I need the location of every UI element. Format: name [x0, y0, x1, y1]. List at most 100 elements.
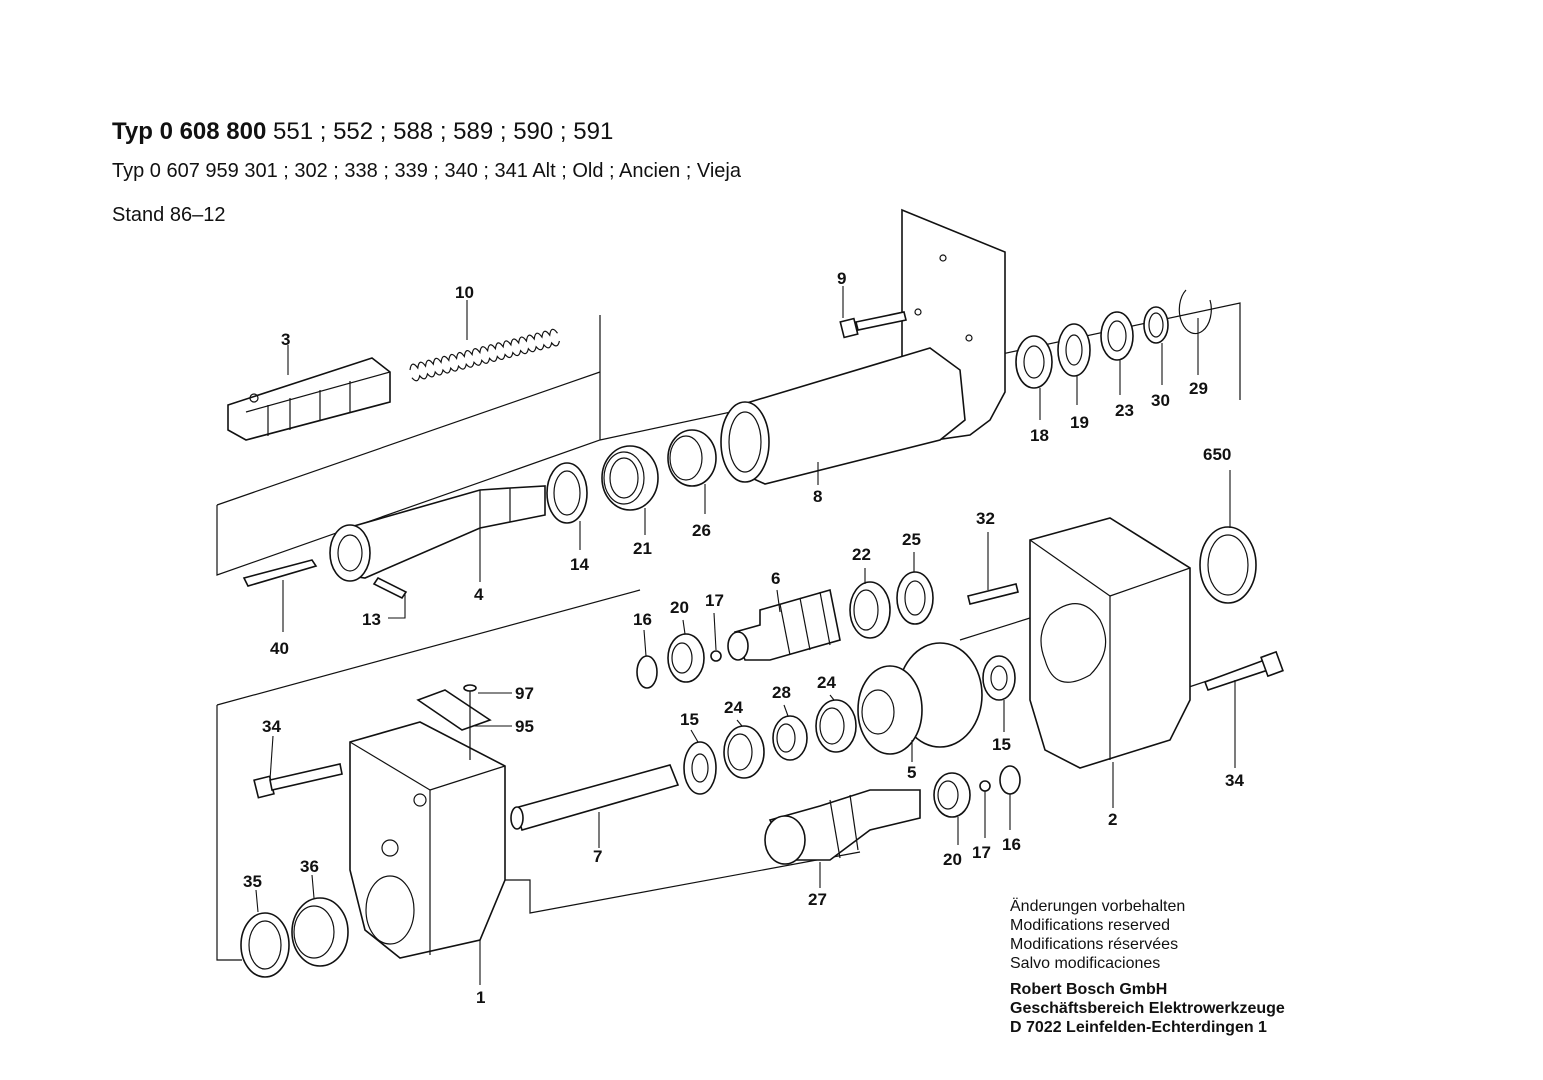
- part-label-13: 13: [362, 610, 381, 629]
- part-17-ball-lower: [979, 780, 991, 792]
- stand-line: Stand 86–12: [112, 204, 226, 226]
- part-label-650: 650: [1203, 445, 1231, 464]
- part-label-5: 5: [907, 763, 916, 782]
- part-650-ring: [1199, 526, 1257, 604]
- part-24-bearing-left: [723, 725, 765, 779]
- part-21-needle-bearing: [601, 445, 659, 511]
- part-40-pin: [242, 559, 318, 587]
- modifications-notice: Änderungen vorbehalten Modifications res…: [1010, 897, 1185, 973]
- part-30-ring: [1143, 306, 1169, 344]
- part-20-bearing-upper: [667, 633, 705, 683]
- company-location: D 7022 Leinfelden-Echterdingen 1: [1010, 1019, 1267, 1036]
- part-29-circlip: [1178, 289, 1212, 335]
- part-label-20-lower: 20: [943, 850, 962, 869]
- part-label-10: 10: [455, 283, 474, 302]
- part-16-ring-lower: [999, 765, 1021, 795]
- part-97-rivet: [463, 684, 477, 760]
- part-label-15-right: 15: [992, 735, 1011, 754]
- part-label-17-upper: 17: [705, 591, 724, 610]
- part-label-28: 28: [772, 683, 791, 702]
- part-label-26: 26: [692, 521, 711, 540]
- part-36-needle-bearing: [291, 897, 349, 967]
- part-14-seal: [546, 462, 588, 524]
- company-division: Geschäftsbereich Elektrowerkzeuge: [1010, 1000, 1285, 1017]
- part-22-needle-bearing: [849, 581, 891, 639]
- part-label-16-lower: 16: [1002, 835, 1021, 854]
- part-35-bearing: [240, 912, 290, 978]
- part-label-17-lower: 17: [972, 843, 991, 862]
- part-label-6: 6: [771, 569, 780, 588]
- part-28-sleeve: [772, 715, 808, 761]
- old-type-line: Typ 0 607 959 301 ; 302 ; 338 ; 339 ; 34…: [112, 160, 741, 182]
- part-label-2: 2: [1108, 810, 1117, 829]
- part-label-22: 22: [852, 545, 871, 564]
- part-label-34-right: 34: [1225, 771, 1244, 790]
- part-8-housing-tube: [720, 208, 1006, 485]
- note-de: Änderungen vorbehalten: [1010, 898, 1186, 915]
- part-label-36: 36: [300, 857, 319, 876]
- part-label-29: 29: [1189, 379, 1208, 398]
- part-6-gear-shaft: [727, 588, 841, 661]
- part-label-23: 23: [1115, 401, 1134, 420]
- part-5-gear: [857, 642, 983, 755]
- typ-label: Typ: [112, 118, 153, 145]
- part-label-30: 30: [1151, 391, 1170, 410]
- part-26-bearing: [667, 429, 717, 487]
- part-18-ring: [1015, 335, 1053, 389]
- part-label-19: 19: [1070, 413, 1089, 432]
- part-9-screw: [839, 311, 907, 339]
- part-label-20-upper: 20: [670, 598, 689, 617]
- title-line: Typ 0 608 800 551 ; 552 ; 588 ; 589 ; 59…: [112, 118, 613, 146]
- part-label-14: 14: [570, 555, 589, 574]
- part-label-35: 35: [243, 872, 262, 891]
- part-7-rod: [510, 764, 680, 831]
- part-label-16-upper: 16: [633, 610, 652, 629]
- part-label-34-left: 34: [262, 717, 281, 736]
- part-16-ring-upper: [636, 655, 658, 689]
- part-10-spring: [409, 328, 561, 382]
- part-label-18: 18: [1030, 426, 1049, 445]
- note-fr: Modifications réservées: [1010, 936, 1179, 953]
- company-address: Robert Bosch GmbH Geschäftsbereich Elekt…: [1010, 980, 1285, 1037]
- part-17-ball-upper: [710, 650, 722, 662]
- part-label-25: 25: [902, 530, 921, 549]
- part-label-24-right: 24: [817, 673, 836, 692]
- part-4-spindle: [329, 485, 546, 582]
- part-15-washer-left: [683, 741, 717, 795]
- part-32-pin: [967, 583, 1019, 605]
- part-label-3: 3: [281, 330, 290, 349]
- part-label-24-left: 24: [724, 698, 743, 717]
- part-label-7: 7: [593, 847, 602, 866]
- part-labels: 1 2 3 4 5 6 7 8 9 10 13 14 15 15 16 16 1…: [243, 269, 1244, 1007]
- leader-lines: [255, 286, 1236, 985]
- part-34-screw-right: [1203, 650, 1284, 692]
- part-label-32: 32: [976, 509, 995, 528]
- company-name: Robert Bosch GmbH: [1010, 981, 1168, 998]
- part-label-15-left: 15: [680, 710, 699, 729]
- note-es: Salvo modificaciones: [1010, 955, 1161, 972]
- part-label-9: 9: [837, 269, 846, 288]
- typ-number: 0 608 800: [159, 118, 267, 145]
- part-13-pin: [372, 576, 408, 600]
- part-19-toothed-washer: [1057, 323, 1091, 377]
- part-2-gear-housing: [1029, 517, 1191, 769]
- part-label-21: 21: [633, 539, 652, 558]
- part-label-97: 97: [515, 684, 534, 703]
- typ-variants: 551 ; 552 ; 588 ; 589 ; 590 ; 591: [273, 118, 614, 145]
- note-en: Modifications reserved: [1010, 917, 1171, 934]
- part-20-bearing-lower: [933, 772, 971, 818]
- part-24-bearing-right: [815, 699, 857, 753]
- part-25-seal: [896, 571, 934, 625]
- part-label-95: 95: [515, 717, 534, 736]
- part-1-gear-housing: [349, 721, 506, 959]
- part-label-40: 40: [270, 639, 289, 658]
- part-34-screw-left: [253, 763, 343, 799]
- part-27-pinion-shaft: [764, 789, 921, 865]
- part-95-plate: [416, 689, 492, 731]
- part-label-8: 8: [813, 487, 822, 506]
- part-23-washer: [1100, 311, 1134, 361]
- part-label-4: 4: [474, 585, 484, 604]
- part-15-washer-right: [982, 655, 1016, 701]
- part-label-1: 1: [476, 988, 485, 1007]
